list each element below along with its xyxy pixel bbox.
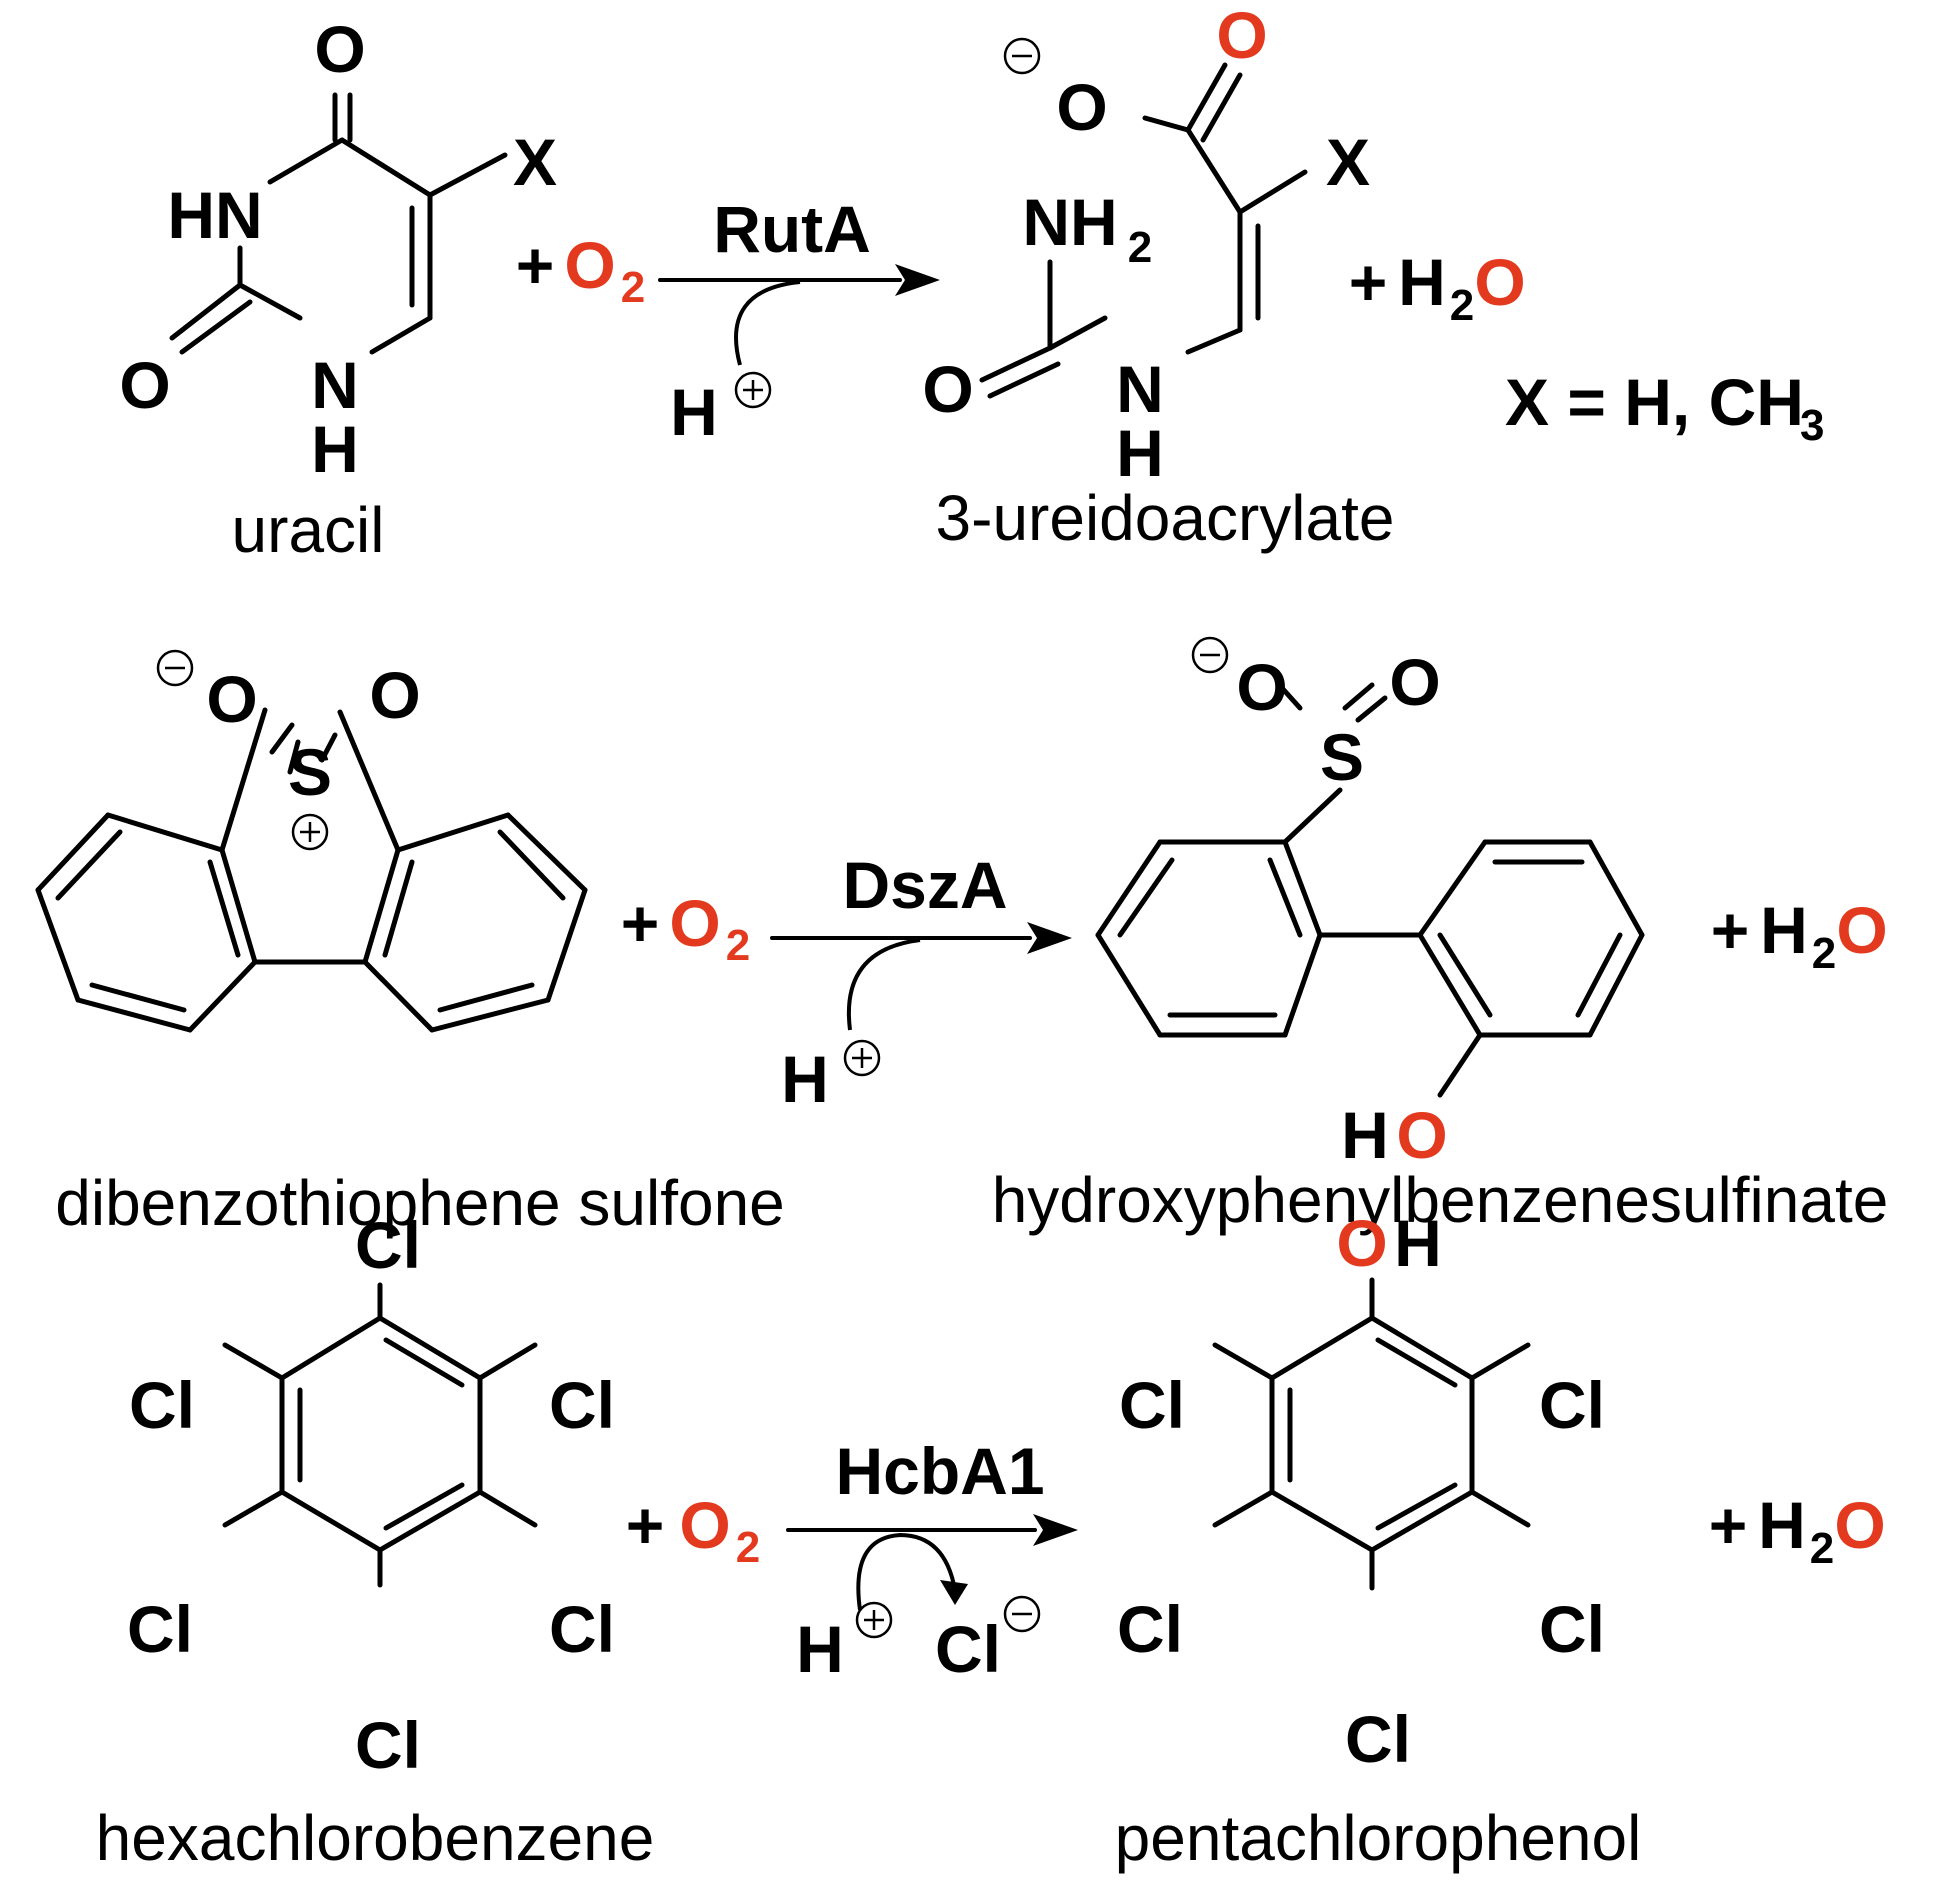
substituent-note: X = H, CH [1505, 365, 1804, 439]
pcp-cl-bottom: Cl [1345, 1702, 1411, 1776]
water-plus-1: + [1349, 245, 1388, 319]
pcp-h: H [1394, 1206, 1442, 1280]
dbt-sulfone-label: dibenzothiophene sulfone [55, 1167, 785, 1239]
sulfinate-structure: O O S H O [1095, 636, 1645, 1172]
reaction-arrow-2 [770, 922, 1072, 1031]
water-sub-3: 2 [1810, 1524, 1834, 1573]
sulfone-o-charge [156, 649, 194, 687]
sulfinate-o-1: O [1236, 650, 1287, 724]
oxygen-o-3: O [679, 1488, 730, 1562]
pcp-cl-upper-right: Cl [1539, 1368, 1605, 1442]
sulfone-o-2: O [369, 658, 420, 732]
enzyme-hcba1: HcbA1 [835, 1434, 1044, 1508]
chloride-cl: Cl [935, 1612, 1001, 1686]
water-plus-2: + [1711, 893, 1750, 967]
oxygen-o-1: O [564, 228, 615, 302]
phenol-o: O [1396, 1098, 1447, 1172]
ureido-o: O [922, 352, 973, 426]
ureidoacrylate-label: 3-ureidoacrylate [936, 482, 1395, 554]
dbt-sulfone-structure: O O S [35, 649, 588, 1033]
sulfone-o-1: O [206, 662, 257, 736]
hcb-cl-lower-left: Cl [127, 1592, 193, 1666]
uracil-x: X [513, 125, 557, 199]
uracil-label: uracil [232, 494, 385, 566]
hcb-cl-upper-right: Cl [549, 1368, 615, 1442]
plus-1: + [516, 228, 555, 302]
uracil-o-top: O [314, 12, 365, 86]
water-o-3: O [1834, 1488, 1885, 1562]
hcb-cl-lower-right: Cl [549, 1592, 615, 1666]
water-plus-3: + [1709, 1488, 1748, 1562]
water-h-1: H [1398, 245, 1446, 319]
carboxylate-o-red: O [1216, 0, 1267, 72]
reaction-arrow-3 [786, 1514, 1078, 1611]
oxygen-sub-2: 2 [726, 921, 750, 970]
pcp-cl-lower-left: Cl [1117, 1592, 1183, 1666]
oxygen-o-2: O [669, 886, 720, 960]
carboxylate-charge [1003, 37, 1041, 75]
reaction-1: O HN X O N H uracil + O 2 RutA H [119, 0, 1824, 566]
uracil-o-left: O [119, 348, 170, 422]
plus-3: + [626, 1488, 665, 1562]
sulfone-s: S [288, 735, 332, 809]
reaction-arrow-1 [658, 264, 940, 366]
uracil-n: N [311, 348, 359, 422]
enzyme-ruta: RutA [713, 192, 871, 266]
water-o-1: O [1474, 245, 1525, 319]
ureido-n: N [1116, 352, 1164, 426]
reaction-2: O O S dibenzothiophene sulfone + O 2 Dsz… [35, 636, 1889, 1239]
sulfinate-label: hydroxyphenylbenzenesulfinate [992, 1164, 1889, 1236]
proton-h-2: H [781, 1042, 829, 1116]
pentachlorophenol-label: pentachlorophenol [1115, 1802, 1642, 1874]
proton-h-1: H [670, 375, 718, 449]
sulfone-s-charge [291, 813, 329, 851]
uracil-n-h: H [311, 412, 359, 486]
carboxylate-o: O [1056, 70, 1107, 144]
proton-charge-1 [734, 371, 772, 409]
reaction-3: Cl Cl Cl Cl Cl Cl hexachlorobenzene + O … [96, 1206, 1886, 1874]
sulfinate-o-2: O [1389, 645, 1440, 719]
water-sub-1: 2 [1450, 281, 1474, 330]
hexachlorobenzene-structure: Cl Cl Cl Cl Cl Cl [127, 1208, 615, 1782]
ureidoacrylate-structure: O O X NH 2 O N H [922, 0, 1370, 490]
water-h-2: H [1760, 893, 1808, 967]
ureido-x: X [1326, 125, 1370, 199]
hcb-cl-upper-left: Cl [129, 1368, 195, 1442]
phenol-h: H [1341, 1098, 1389, 1172]
proton-charge-3 [855, 1601, 893, 1639]
sulfinate-s: S [1320, 720, 1364, 794]
hcb-cl-bottom: Cl [355, 1708, 421, 1782]
water-o-2: O [1836, 893, 1887, 967]
uracil-structure: O HN X O N H [119, 12, 557, 486]
enzyme-dsza: DszA [842, 848, 1007, 922]
oxygen-sub-1: 2 [621, 263, 645, 312]
chloride-charge [1003, 1595, 1041, 1633]
uracil-hn: HN [167, 178, 262, 252]
proton-h-3: H [796, 1612, 844, 1686]
ureido-nh: NH [1022, 185, 1117, 259]
hcb-cl-top: Cl [355, 1208, 421, 1282]
pcp-o: O [1336, 1206, 1387, 1280]
sulfinate-o-charge [1191, 636, 1229, 674]
pcp-cl-lower-right: Cl [1539, 1592, 1605, 1666]
hexachlorobenzene-label: hexachlorobenzene [96, 1802, 655, 1874]
ureido-n-h: H [1116, 416, 1164, 490]
ureido-nh-sub: 2 [1128, 223, 1152, 272]
substituent-note-sub: 3 [1800, 401, 1824, 450]
plus-2: + [621, 886, 660, 960]
pentachlorophenol-structure: O H Cl Cl Cl Cl Cl [1117, 1206, 1605, 1776]
water-sub-2: 2 [1812, 929, 1836, 978]
water-h-3: H [1758, 1488, 1806, 1562]
oxygen-sub-3: 2 [736, 1523, 760, 1572]
pcp-cl-upper-left: Cl [1119, 1368, 1185, 1442]
proton-charge-2 [843, 1039, 881, 1077]
